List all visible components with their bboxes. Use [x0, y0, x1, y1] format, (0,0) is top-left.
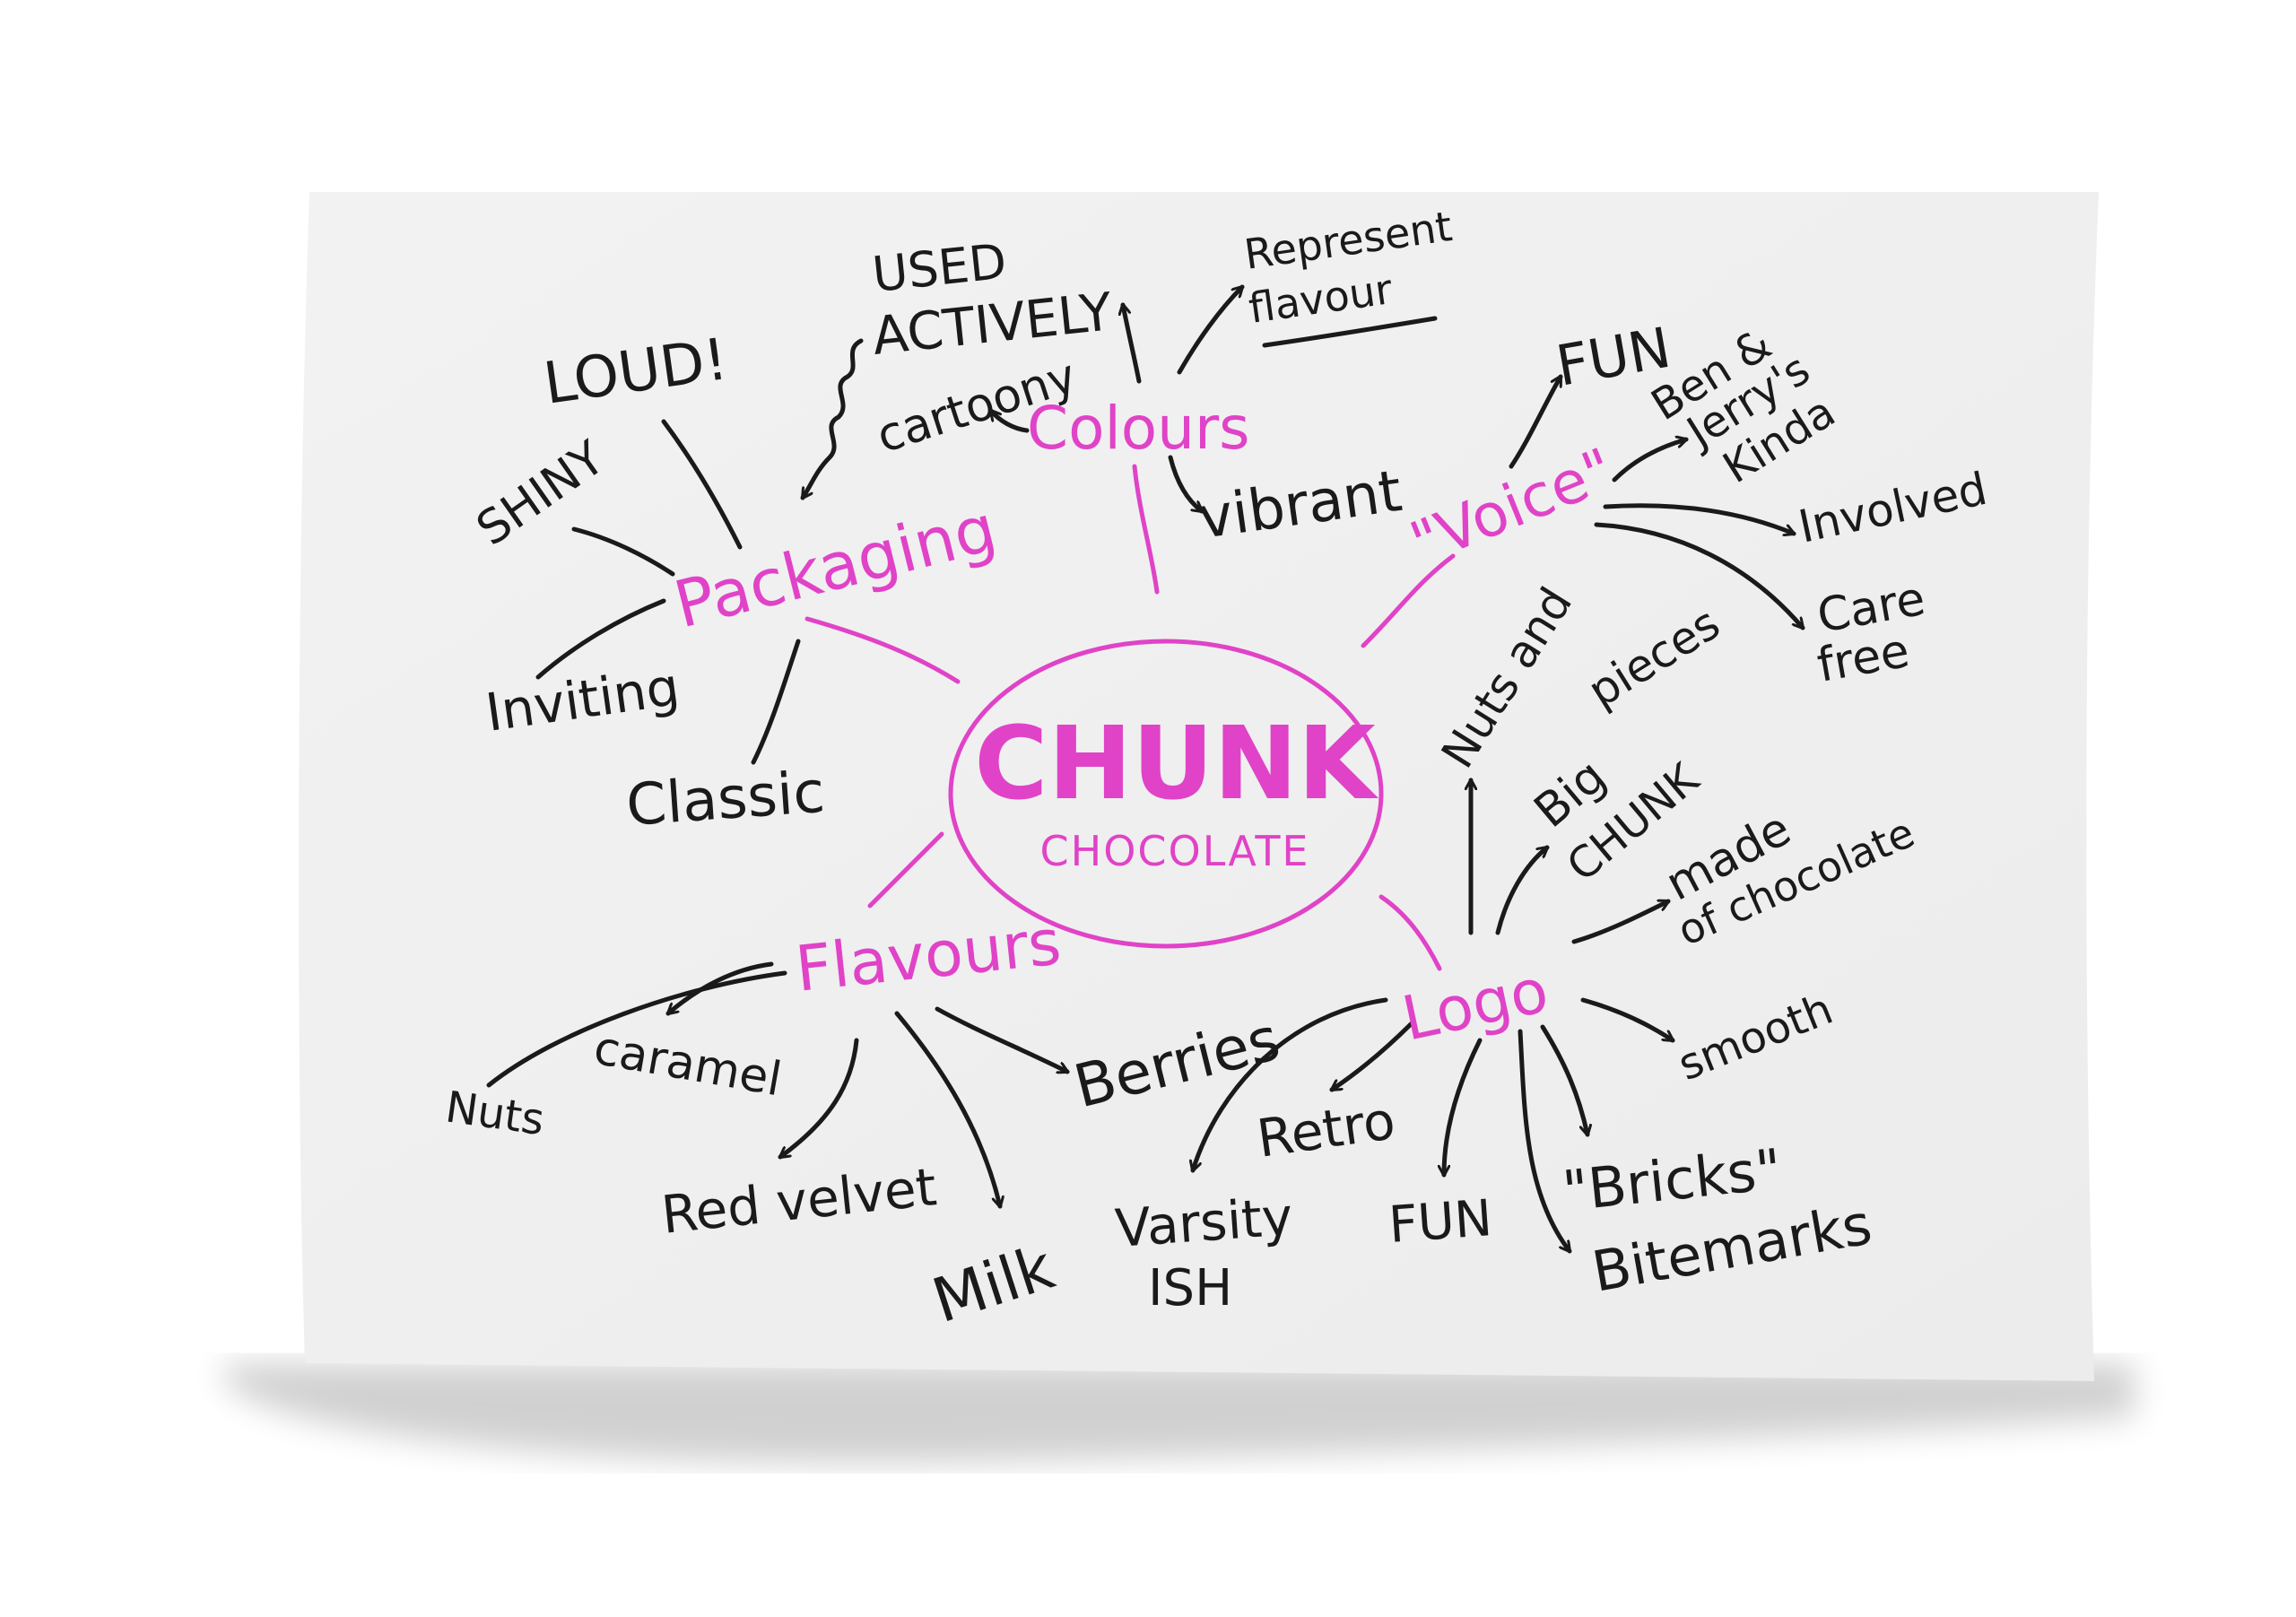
colours-used-line1: USED: [870, 233, 1009, 303]
line-flavours-nuts: [486, 970, 787, 1088]
line-voice-involved: [1603, 503, 1796, 534]
line-center-packaging: [804, 616, 961, 684]
branch-colours-label: Colours: [1027, 394, 1250, 463]
line-flavours-caramel: [665, 961, 774, 1016]
line-flavours-redvelvet: [778, 1038, 859, 1160]
paper-sheet: [299, 192, 2099, 1381]
logo-varsity-line1: Varsity: [1113, 1186, 1294, 1259]
line-packaging-classic: [751, 639, 801, 765]
black-branch-lines: [486, 284, 1805, 1254]
line-center-voice: [1361, 553, 1456, 648]
line-packaging-inviting: [535, 598, 666, 680]
center-title: CHUNK: [974, 706, 1379, 822]
line-packaging-shiny: [571, 526, 675, 577]
line-center-logo: [1378, 894, 1442, 971]
line-colours-used: [1123, 302, 1142, 384]
line-voice-fun: [1509, 374, 1563, 469]
pink-branch-lines: [804, 464, 1456, 971]
line-center-colours: [1132, 464, 1160, 595]
logo-varsity-line2: ISH: [1148, 1259, 1232, 1317]
line-logo-big: [1495, 845, 1550, 935]
line-logo-retro: [1329, 1020, 1415, 1092]
line-logo-bricks: [1540, 1024, 1587, 1137]
line-logo-fun: [1444, 1038, 1483, 1178]
line-logo-bitemarks: [1518, 1029, 1572, 1254]
line-colours-represent: [1177, 284, 1245, 375]
line-logo-varsity: [1193, 997, 1388, 1173]
packaging-item-classic: Classic: [624, 760, 827, 839]
center-oval: [948, 639, 1384, 949]
paper-shadow: [224, 1363, 2135, 1464]
line-center-flavours: [867, 831, 944, 908]
line-voice-carefree: [1594, 522, 1805, 630]
line-logo-made: [1571, 899, 1671, 944]
line-packaging-loud: [661, 419, 743, 550]
squiggle-used-actively: [800, 338, 864, 500]
line-voice-ben: [1612, 439, 1689, 482]
line-flavours-berries: [935, 1006, 1070, 1074]
line-colours-vibrant: [1168, 455, 1205, 514]
line-flavours-milk: [894, 1011, 1000, 1209]
logo-fun: FUN: [1387, 1189, 1493, 1255]
line-logo-smooth: [1580, 997, 1675, 1043]
center-subtitle: CHOCOLATE: [1040, 827, 1310, 875]
underline-represent: [1262, 316, 1438, 348]
line-colours-cartoony: [988, 408, 1030, 433]
